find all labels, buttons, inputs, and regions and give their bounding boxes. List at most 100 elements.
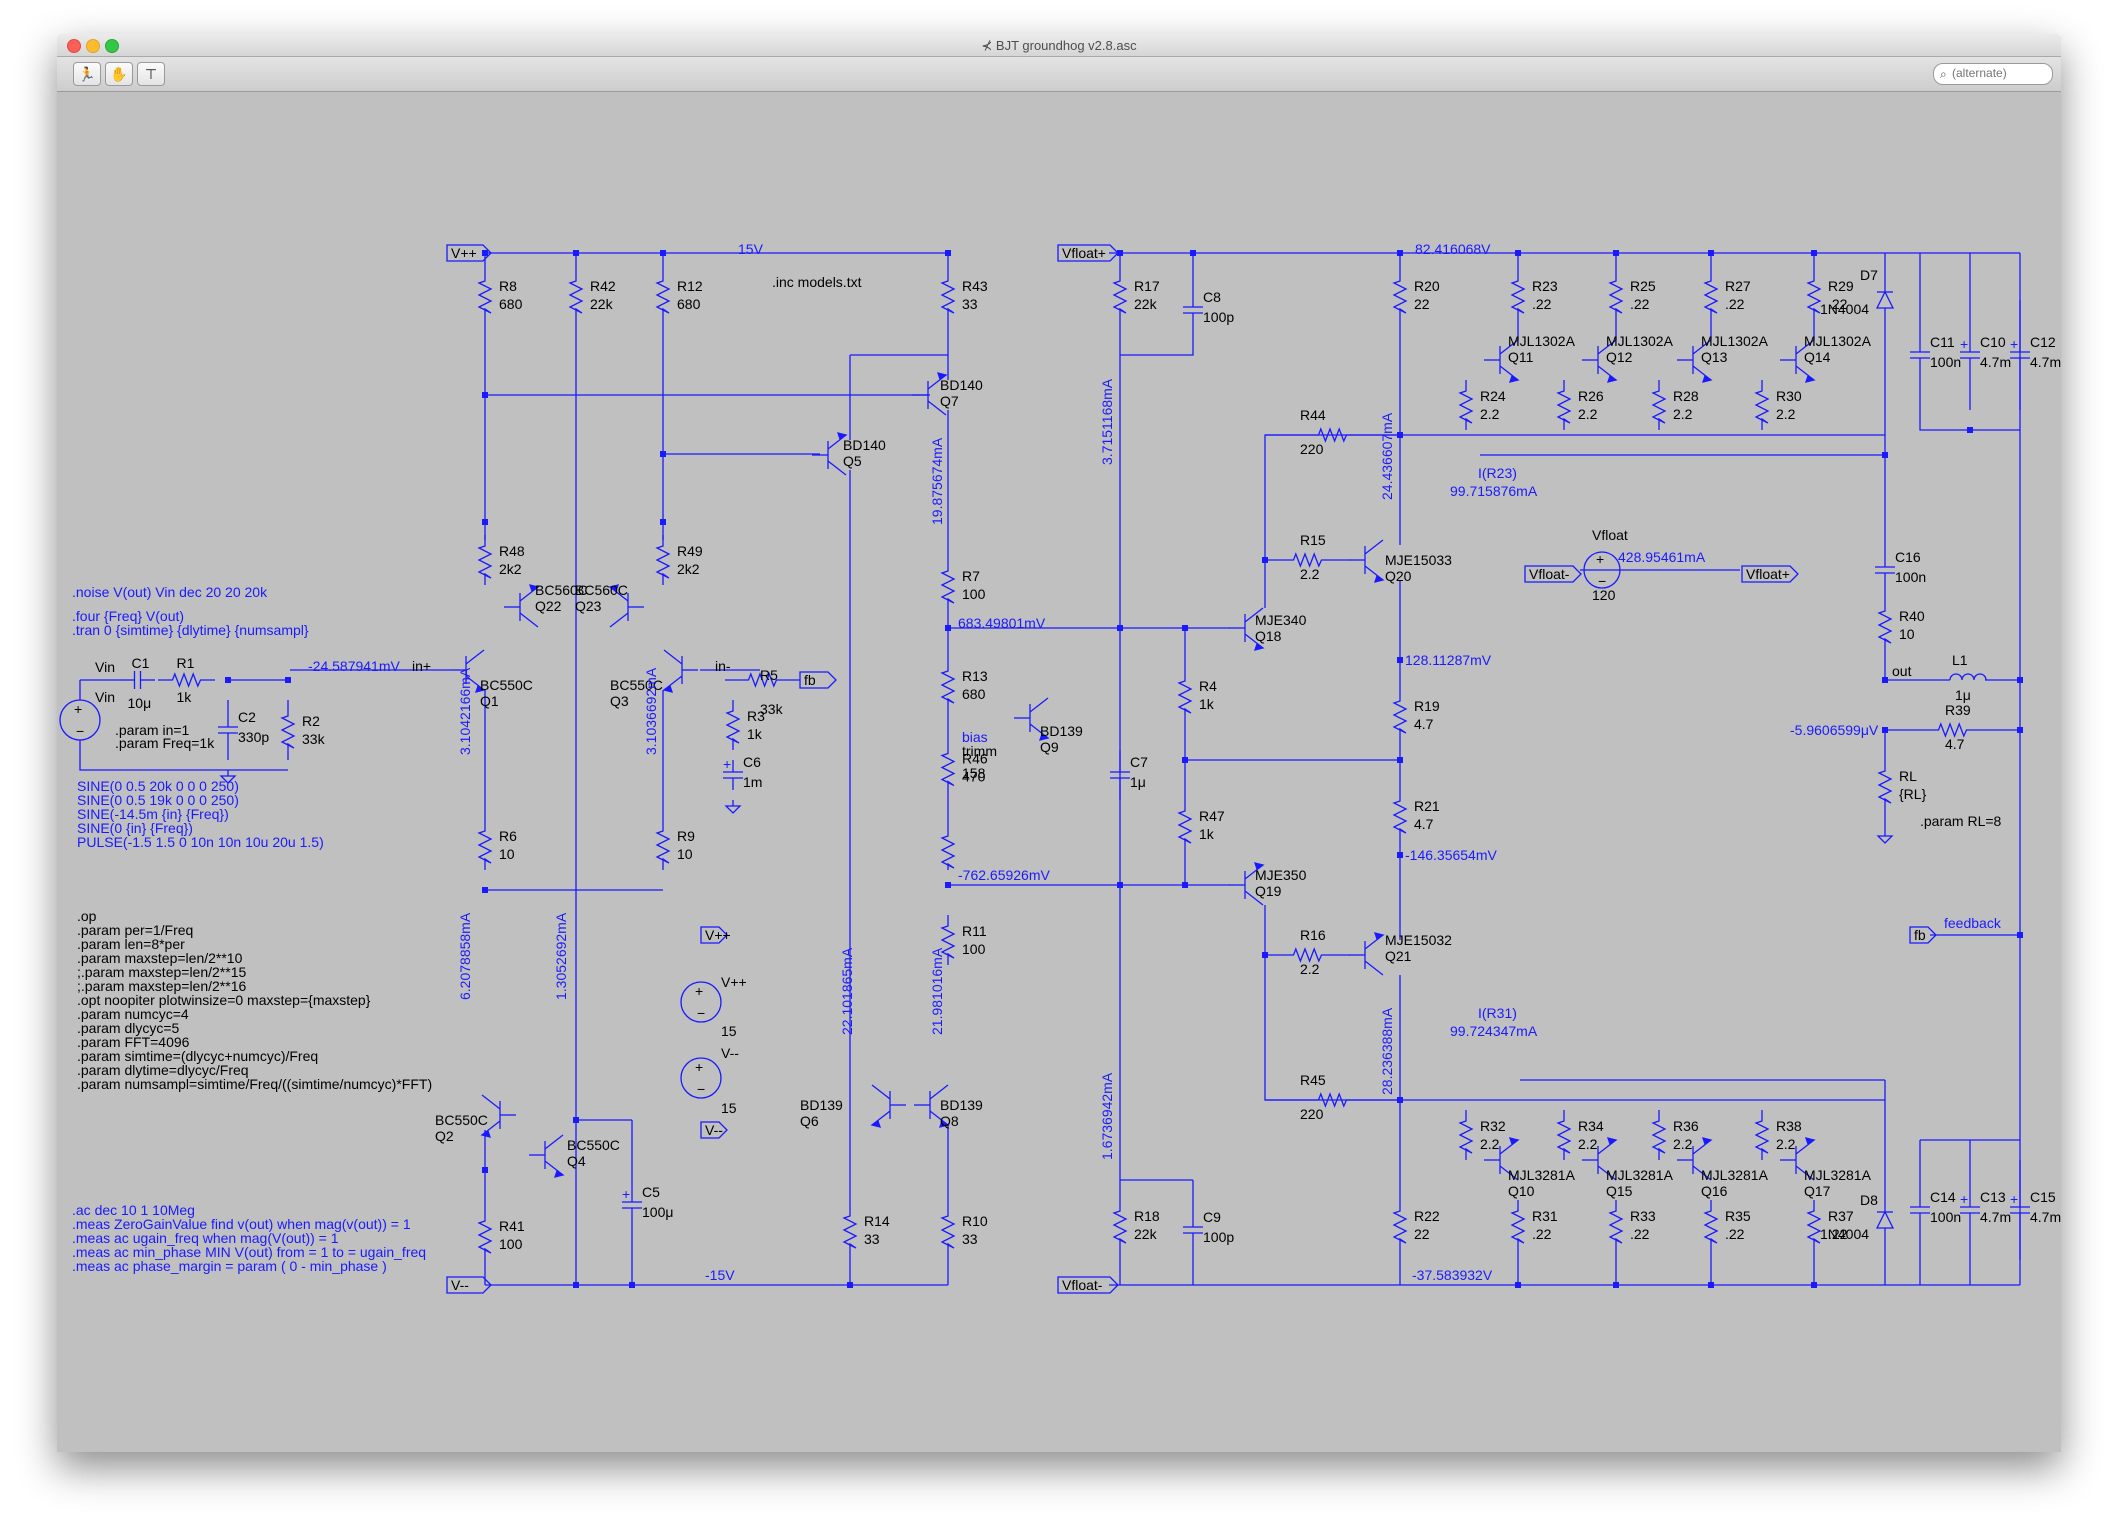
resistor-r45[interactable]: [1265, 1092, 1400, 1108]
resistor-r7[interactable]: [940, 560, 956, 610]
resistor-r29[interactable]: [1806, 270, 1822, 320]
resistor-r4[interactable]: [1177, 670, 1193, 720]
resistor-r3[interactable]: [725, 700, 741, 750]
close-button[interactable]: [67, 39, 81, 53]
resistor-r39[interactable]: [1885, 722, 2020, 738]
resistor-r11[interactable]: [940, 915, 956, 965]
net-flag-vfp[interactable]: [1057, 244, 1119, 262]
resistor-r12[interactable]: [655, 270, 671, 320]
resistor-r30[interactable]: [1754, 380, 1770, 430]
transistor-q20[interactable]: [1349, 539, 1385, 583]
wire[interactable]: [1120, 330, 1194, 356]
resistor-r32[interactable]: [1458, 1110, 1474, 1160]
transistor-q7[interactable]: [912, 372, 948, 416]
transistor-q2[interactable]: [480, 1094, 516, 1138]
net-flag-vfm[interactable]: [1524, 565, 1582, 583]
transistor-q9[interactable]: [1014, 697, 1050, 741]
resistor-r40[interactable]: [1877, 600, 1893, 650]
resistor-r20[interactable]: [1392, 270, 1408, 320]
run-icon[interactable]: 🏃: [73, 62, 101, 86]
resistor-r31[interactable]: [1510, 1200, 1526, 1250]
transistor-q1[interactable]: [450, 649, 486, 693]
resistor-r44[interactable]: [1265, 427, 1400, 443]
transistor-q12[interactable]: [1582, 339, 1618, 383]
vmm-source[interactable]: [680, 1057, 722, 1099]
search-field[interactable]: ⌕: [1933, 63, 2053, 85]
transistor-q23[interactable]: [608, 584, 644, 628]
transistor-q19[interactable]: [1229, 862, 1265, 906]
zoom-button[interactable]: [105, 39, 119, 53]
resistor-r10[interactable]: [940, 1205, 956, 1255]
diode-d8[interactable]: [1875, 1210, 1895, 1229]
resistor-r46[interactable]: [940, 745, 956, 790]
transistor-q15[interactable]: [1582, 1137, 1618, 1181]
resistor-r18[interactable]: [1112, 1200, 1128, 1250]
net-flag-vpp[interactable]: [700, 926, 728, 944]
resistor-r5[interactable]: [725, 672, 800, 688]
transistor-q8[interactable]: [914, 1084, 950, 1128]
transistor-q21[interactable]: [1349, 932, 1385, 976]
resistor-r6[interactable]: [477, 820, 493, 870]
schematic-canvas[interactable]: V++V--Vfloat+Vfloat-15V-15V82.416068V-37…: [57, 92, 2061, 1452]
resistor-r16[interactable]: [1265, 947, 1350, 963]
resistor-r2[interactable]: [280, 700, 296, 760]
vin-source[interactable]: [59, 699, 101, 741]
resistor-r36[interactable]: [1651, 1110, 1667, 1160]
resistor-r33[interactable]: [1608, 1200, 1624, 1250]
resistor-r49[interactable]: [655, 535, 671, 585]
resistor-r46x[interactable]: [940, 830, 956, 870]
transistor-q16[interactable]: [1677, 1137, 1713, 1181]
resistor-r22[interactable]: [1392, 1200, 1408, 1250]
resistor-r15[interactable]: [1265, 552, 1350, 568]
search-input[interactable]: [1952, 65, 2044, 81]
resistor-r28[interactable]: [1651, 380, 1667, 430]
net-flag-vmm[interactable]: [446, 1276, 492, 1294]
resistor-r21[interactable]: [1392, 790, 1408, 840]
resistor-r43[interactable]: [940, 270, 956, 320]
resistor-r42[interactable]: [568, 270, 584, 320]
wire[interactable]: [79, 740, 288, 771]
net-flag-vfm[interactable]: [1057, 1276, 1119, 1294]
wire[interactable]: [1919, 410, 2020, 431]
resistor-rl[interactable]: [1877, 760, 1893, 810]
transistor-q10[interactable]: [1484, 1137, 1520, 1181]
resistor-r26[interactable]: [1556, 380, 1572, 430]
resistor-r13[interactable]: [940, 660, 956, 710]
transistor-q11[interactable]: [1484, 339, 1520, 383]
resistor-r1[interactable]: [158, 672, 215, 688]
transistor-q13[interactable]: [1677, 339, 1713, 383]
resistor-r19[interactable]: [1392, 690, 1408, 740]
transistor-q5[interactable]: [812, 432, 848, 476]
resistor-r37[interactable]: [1806, 1200, 1822, 1250]
resistor-r48[interactable]: [477, 535, 493, 585]
minimize-button[interactable]: [86, 39, 100, 53]
resistor-r23[interactable]: [1510, 270, 1526, 320]
resistor-r25[interactable]: [1608, 270, 1624, 320]
vpp-source[interactable]: [680, 981, 722, 1023]
transistor-q18[interactable]: [1229, 607, 1265, 651]
diode-d7[interactable]: [1875, 290, 1895, 309]
resistor-r14[interactable]: [842, 1205, 858, 1255]
transistor-q6[interactable]: [870, 1084, 906, 1128]
transistor-q4[interactable]: [529, 1134, 565, 1178]
transistor-q14[interactable]: [1780, 339, 1816, 383]
net-flag-vfp[interactable]: [1741, 565, 1799, 583]
resistor-r27[interactable]: [1703, 270, 1719, 320]
transistor-q17[interactable]: [1780, 1137, 1816, 1181]
transistor-q3[interactable]: [662, 649, 698, 693]
net-flag-vmm[interactable]: [700, 1121, 728, 1139]
resistor-r9[interactable]: [655, 820, 671, 870]
probe-icon[interactable]: ⊤: [137, 62, 165, 86]
pan-hand-icon[interactable]: ✋: [105, 62, 133, 86]
resistor-r8[interactable]: [477, 270, 493, 320]
net-flag-fb[interactable]: [1909, 926, 1937, 944]
resistor-r47[interactable]: [1177, 800, 1193, 850]
vfloat-source[interactable]: [1583, 551, 1621, 589]
net-flag-vpp[interactable]: [446, 244, 492, 262]
resistor-r41[interactable]: [477, 1210, 493, 1260]
resistor-r38[interactable]: [1754, 1110, 1770, 1160]
resistor-r17[interactable]: [1112, 270, 1128, 320]
transistor-q22[interactable]: [504, 584, 540, 628]
resistor-r24[interactable]: [1458, 380, 1474, 430]
resistor-r34[interactable]: [1556, 1110, 1572, 1160]
